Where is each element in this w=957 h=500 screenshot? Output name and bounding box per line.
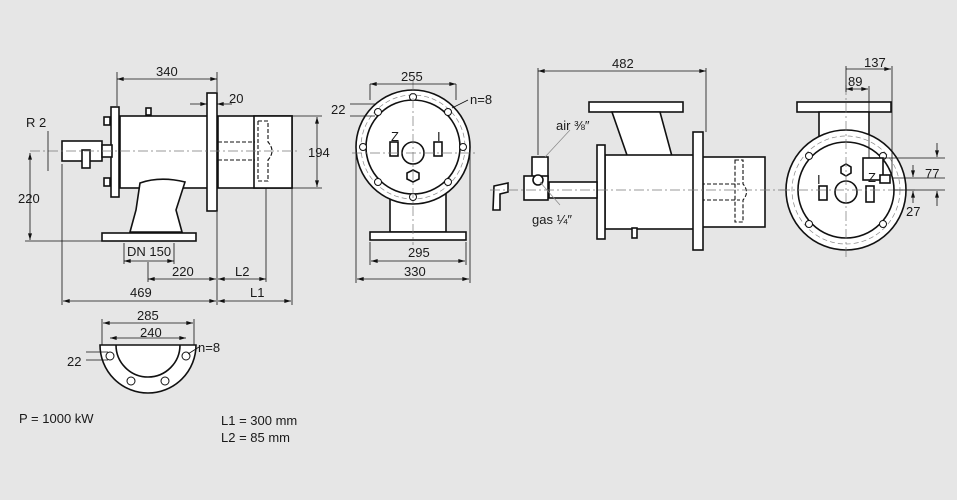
rear-label-z: Z (868, 170, 876, 185)
dim-295: 295 (408, 245, 430, 260)
dim-137: 137 (864, 55, 886, 70)
label-i: I (437, 129, 441, 144)
dim-255: 255 (401, 69, 423, 84)
label-air: air ⅜″ (556, 118, 590, 133)
side-view: 340 20 R 2 194 220 DN 150 220 L2 469 L1 (18, 64, 330, 305)
dim-469: 469 (130, 285, 152, 300)
dim-220-horizontal: 220 (172, 264, 194, 279)
rear-label-i: I (817, 172, 821, 187)
flange-view: 285 240 22 n=8 (67, 308, 220, 394)
flange-dim-240: 240 (140, 325, 162, 340)
flange-dim-n8: n=8 (198, 340, 220, 355)
flange-dim-22: 22 (67, 354, 81, 369)
dim-20: 20 (229, 91, 243, 106)
spec-l2: L2 = 85 mm (221, 430, 290, 445)
dim-22: 22 (331, 102, 345, 117)
rear-view: I Z 137 89 77 27 (780, 55, 945, 258)
dim-330: 330 (404, 264, 426, 279)
dim-27: 27 (906, 204, 920, 219)
dim-l1: L1 (250, 285, 264, 300)
dim-dn150: DN 150 (127, 244, 171, 259)
spec-l1: L1 = 300 mm (221, 413, 297, 428)
label-gas: gas ¼″ (532, 212, 572, 227)
dim-340: 340 (156, 64, 178, 79)
dim-194: 194 (308, 145, 330, 160)
front-view: Z I 255 22 n=8 295 330 (331, 69, 492, 283)
dim-r2: R 2 (26, 115, 46, 130)
rear-side-view: 482 air ⅜″ gas ¼″ (490, 56, 795, 251)
spec-power: P = 1000 kW (19, 411, 94, 426)
dim-220-vertical: 220 (18, 191, 40, 206)
dim-89: 89 (848, 74, 862, 89)
dim-n8: n=8 (470, 92, 492, 107)
label-z: Z (391, 129, 399, 144)
flange-dim-285: 285 (137, 308, 159, 323)
dim-77: 77 (925, 166, 939, 181)
dim-l2: L2 (235, 264, 249, 279)
dim-482: 482 (612, 56, 634, 71)
